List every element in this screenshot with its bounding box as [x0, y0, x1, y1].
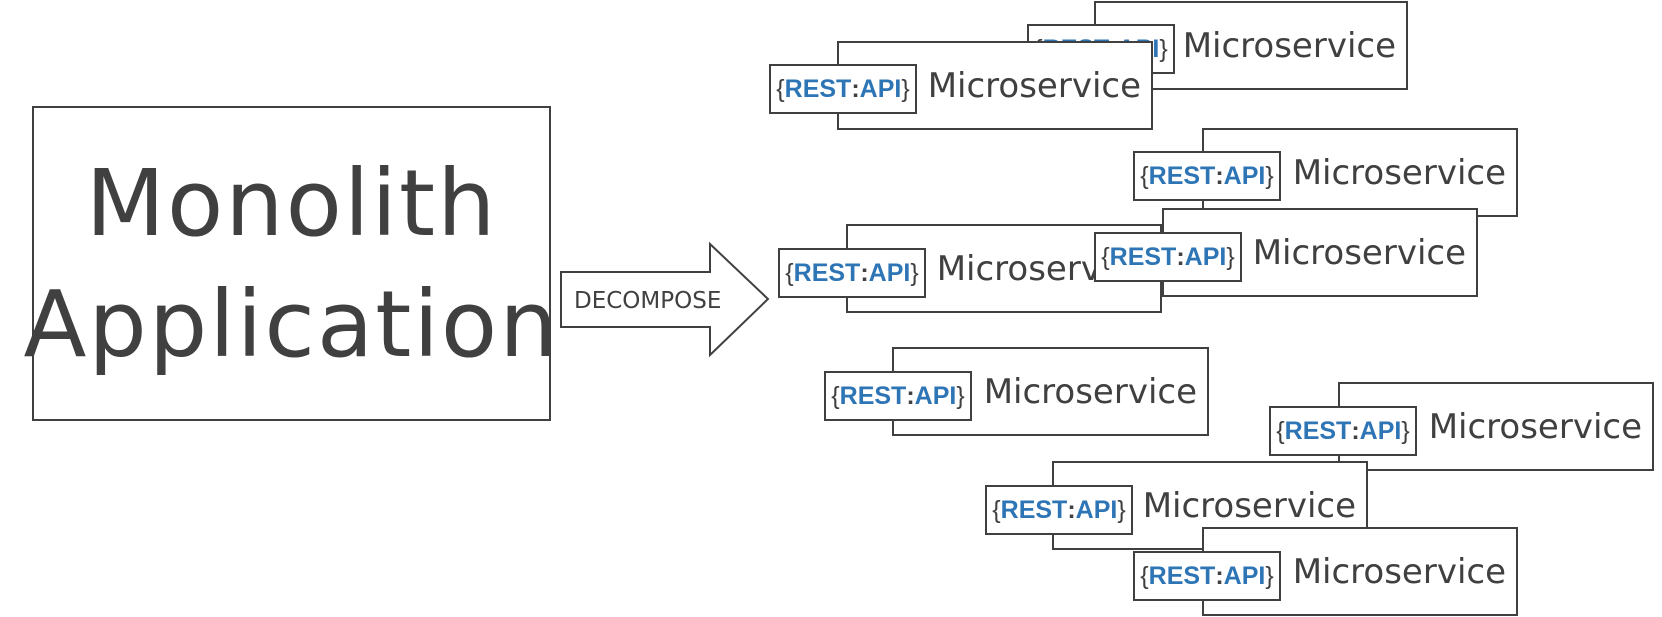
microservice-box: Microservice — [1338, 382, 1654, 471]
monolith-box: Monolith Application — [23, 106, 558, 421]
decompose-arrow: DECOMPOSE — [560, 241, 770, 358]
microservice-label: Microservice — [1182, 25, 1396, 66]
rest-api-badge: {REST:API} — [778, 248, 926, 298]
monolith-title-line2: Application — [23, 270, 560, 378]
rest-api-badge: {REST:API} — [1133, 551, 1281, 601]
rest-api-badge: {REST:API} — [769, 64, 917, 114]
microservice-label: Microservice — [1292, 152, 1506, 193]
decompose-label: DECOMPOSE — [574, 288, 721, 314]
rest-api-badge: {REST:API} — [1094, 232, 1242, 282]
microservice-label: Microservice — [1292, 551, 1506, 592]
rest-api-badge: {REST:API} — [985, 485, 1133, 535]
monolith-title-line1: Monolith — [85, 149, 498, 257]
decompose-arrow-shape — [560, 241, 770, 358]
microservice-label: Microservice — [1252, 232, 1466, 273]
microservice-label: Microservice — [1428, 406, 1642, 447]
rest-api-badge: {REST:API} — [1133, 151, 1281, 201]
rest-api-badge: {REST:API} — [1269, 406, 1417, 456]
rest-api-badge: {REST:API} — [824, 371, 972, 421]
microservice-label: Microservice — [983, 371, 1197, 412]
microservice-label: Microservice — [1142, 485, 1356, 526]
microservice-label: Microservice — [927, 65, 1141, 106]
